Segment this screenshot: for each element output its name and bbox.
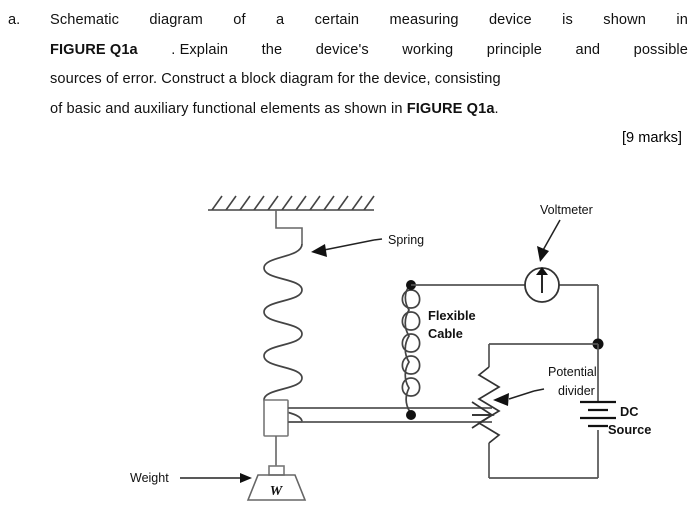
schematic-figure: W Weight Spring [0,178,696,513]
dc-source-wiring [489,344,599,479]
q1-w9: shown [603,12,646,28]
q2-w7: possible [633,41,688,58]
question-body: Schematic diagram of a certain measuring… [50,6,688,154]
q1-w6: measuring [389,12,459,28]
potential-divider-leader [533,388,545,392]
q2-w2: the [261,41,283,58]
q2-w4: working [402,41,454,58]
voltmeter-label: Voltmeter [540,203,593,217]
divider-top-wiring [488,343,598,367]
q1-w1: Schematic [50,12,120,28]
q1-w2: diagram [149,12,203,28]
measurement-rod [288,401,495,429]
figure-ref-1: FIGURE Q1a [50,41,138,58]
q4-period: . [494,100,499,117]
flexible-cable-coil-icon [401,284,421,413]
question-text-block: a. Schematic diagram of a certain measur… [0,0,696,154]
q1-w10: in [676,12,688,28]
q2-w3: device's [315,41,369,58]
q2-w5: principle [486,41,542,58]
q4-lead: of basic and auxiliary functional elemen… [50,100,407,117]
question-line-2: FIGURE Q1a . Explain the device's workin… [50,36,688,66]
q1-w8: is [562,12,573,28]
dc-source-label-line2: Source [608,422,651,437]
spring-coil-icon [263,243,303,423]
q1-w3: of [233,12,246,28]
voltmeter-branch-wiring [411,284,599,344]
spring-label: Spring [388,233,424,247]
weight-label: Weight [130,471,169,485]
dc-battery-icon [580,400,616,428]
fixed-support-hatching-icon [208,195,375,211]
q1-w5: certain [314,12,360,28]
voltmeter-leader [537,219,561,262]
q2-w6: and [575,41,601,58]
marks-allocation: [9 marks] [621,130,682,146]
question-marker: a. [8,12,21,28]
potentiometer-wiper [493,390,535,406]
figure-ref-2: FIGURE Q1a [406,100,495,117]
potentiometer-icon [477,366,501,478]
question-row: a. Schematic diagram of a certain measur… [8,6,688,154]
spring-leader [311,238,383,257]
weight-trapezoid-icon: W [246,436,307,501]
question-line-4: of basic and auxiliary functional elemen… [50,95,688,125]
flexible-cable-label-line1: Flexible [428,308,476,323]
voltmeter-meter-icon [524,267,560,303]
question-line-3: sources of error. Construct a block diag… [50,71,501,87]
weight-symbol-label: W [270,484,284,499]
q2-w1: . Explain [171,41,229,58]
spring-hanger [275,210,303,244]
spring-weight-connector-block [263,399,289,437]
q1-w7: device [488,12,532,28]
cable-bottom-node [406,410,416,420]
potential-divider-label-line2: divider [558,384,595,398]
dc-source-label-line1: DC [620,404,638,419]
flexible-cable-label-line2: Cable [428,326,463,341]
question-line-1: Schematic diagram of a certain measuring… [50,6,688,36]
q1-w4: a [276,12,285,28]
weight-leader [180,473,252,483]
potential-divider-label-line1: Potential [548,365,597,379]
